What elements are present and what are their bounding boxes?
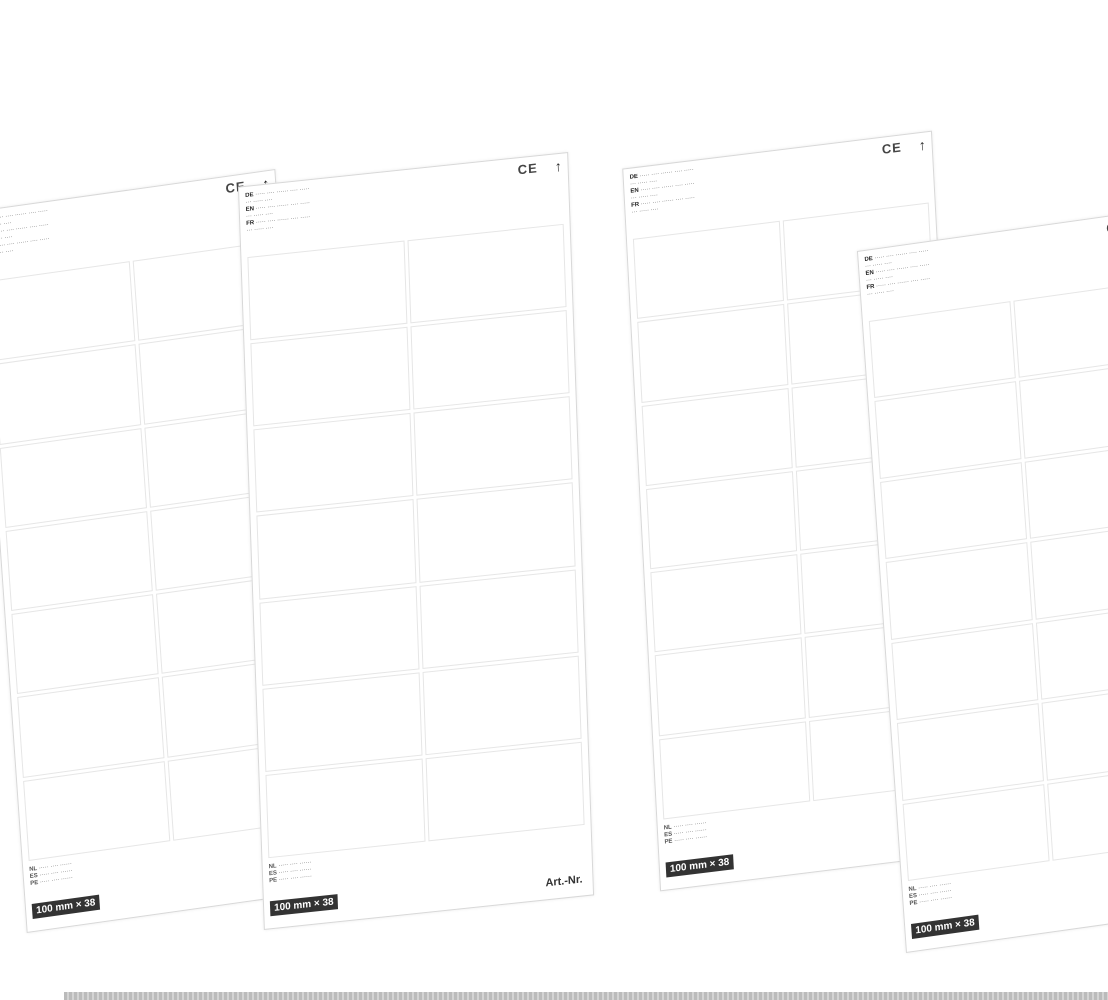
label (253, 413, 413, 513)
label (1012, 280, 1108, 379)
label (637, 304, 788, 403)
label (416, 482, 576, 583)
size-badge: 100 mm × 38 (269, 894, 338, 917)
size-badge: 100 mm × 38 (910, 914, 980, 940)
label (0, 344, 141, 445)
label (11, 594, 159, 695)
logo: CE (517, 160, 538, 178)
label (413, 396, 573, 497)
label (406, 223, 567, 324)
label-grid (868, 280, 1108, 882)
bottom-strip (64, 992, 1108, 1000)
label (259, 585, 419, 686)
label (17, 677, 164, 778)
label (641, 387, 793, 486)
label (250, 326, 410, 427)
label (425, 741, 585, 842)
label (262, 672, 422, 772)
label-grid (247, 223, 585, 859)
label (419, 569, 579, 669)
size-badge: 100 mm × 38 (665, 854, 734, 878)
arrow-up-icon: ↑ (554, 157, 562, 175)
label (5, 511, 153, 612)
label (902, 783, 1050, 882)
arrow-up-icon: ↑ (918, 136, 927, 154)
label-sheet: DE ····· ···· ······ ···· ········ ·····… (237, 151, 595, 931)
label (422, 655, 582, 756)
label (256, 499, 416, 600)
label (659, 721, 810, 820)
logo: CE (881, 139, 903, 157)
label (265, 758, 426, 859)
label (410, 310, 570, 410)
label (247, 240, 407, 341)
label (632, 220, 784, 320)
label (650, 554, 801, 653)
label (646, 470, 797, 570)
label (23, 760, 170, 862)
label (654, 637, 806, 737)
label (0, 427, 147, 528)
article-number: Art.-Nr. (545, 873, 583, 890)
size-badge: 100 mm × 38 (31, 894, 100, 920)
